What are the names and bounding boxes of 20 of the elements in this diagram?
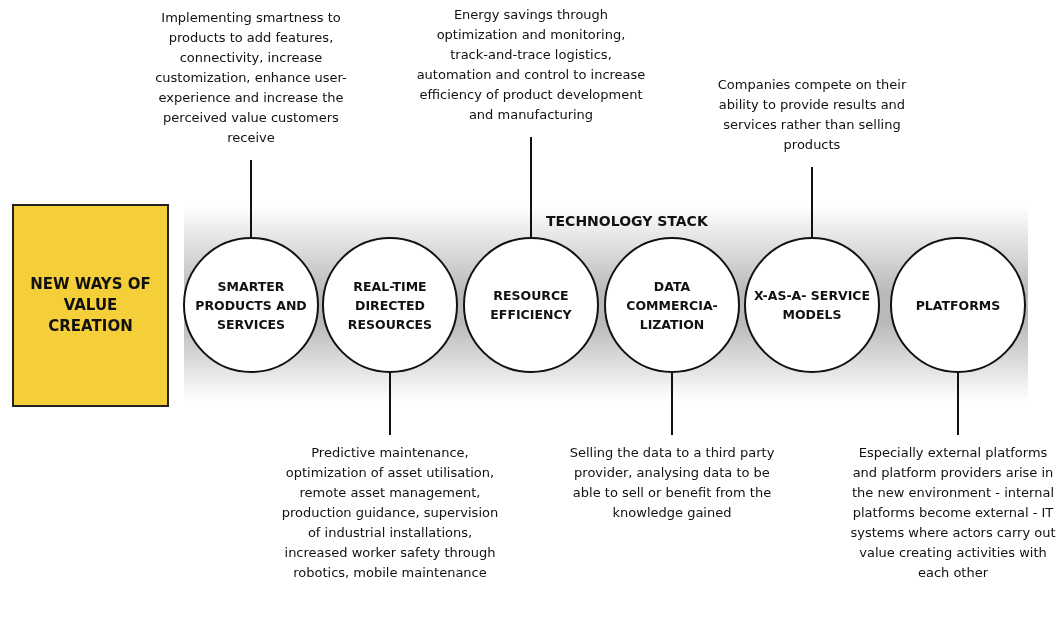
leader-line (811, 166, 813, 238)
category-circle: X-AS-A- SERVICE MODELS (744, 237, 880, 373)
description-text: Predictive maintenance, optimization of asset utilisation, remote asset management, production guidance, supervision of industrial installations, increased worker safety through robotics, mobile maintenance (280, 443, 500, 583)
category-circle: REAL-TIME DIRECTED RESOURCES (322, 237, 458, 373)
leader-line (957, 372, 959, 436)
category-circle: PLATFORMS (890, 237, 1026, 373)
category-circle: SMARTER PRODUCTS AND SERVICES (183, 237, 319, 373)
band-heading: TECHNOLOGY STACK (546, 213, 708, 229)
description-text: Implementing smartness to products to add features, connectivity, increase customization, enhance user-experience and increase the perceived value customers receive (141, 8, 361, 148)
description-text: Especially external platforms and platform providers arise in the new environment - internal platforms become external - IT systems where actors carry out value creating activities with each other (846, 443, 1060, 583)
leader-line (250, 159, 252, 238)
leader-line (530, 136, 532, 238)
value-creation-box: NEW WAYS OF VALUE CREATION (12, 204, 169, 407)
description-text: Companies compete on their ability to provide results and services rather than selling products (712, 75, 912, 155)
leader-line (671, 372, 673, 436)
description-text: Selling the data to a third party provider, analysing data to be able to sell or benefit from the knowledge gained (567, 443, 777, 523)
leader-line (389, 372, 391, 436)
category-circle: RESOURCE EFFICIENCY (463, 237, 599, 373)
category-circle: DATA COMMERCIA- LIZATION (604, 237, 740, 373)
description-text: Energy savings through optimization and monitoring, track-and-trace logistics, automation and control to increase efficiency of product development and manufacturing (416, 5, 646, 125)
